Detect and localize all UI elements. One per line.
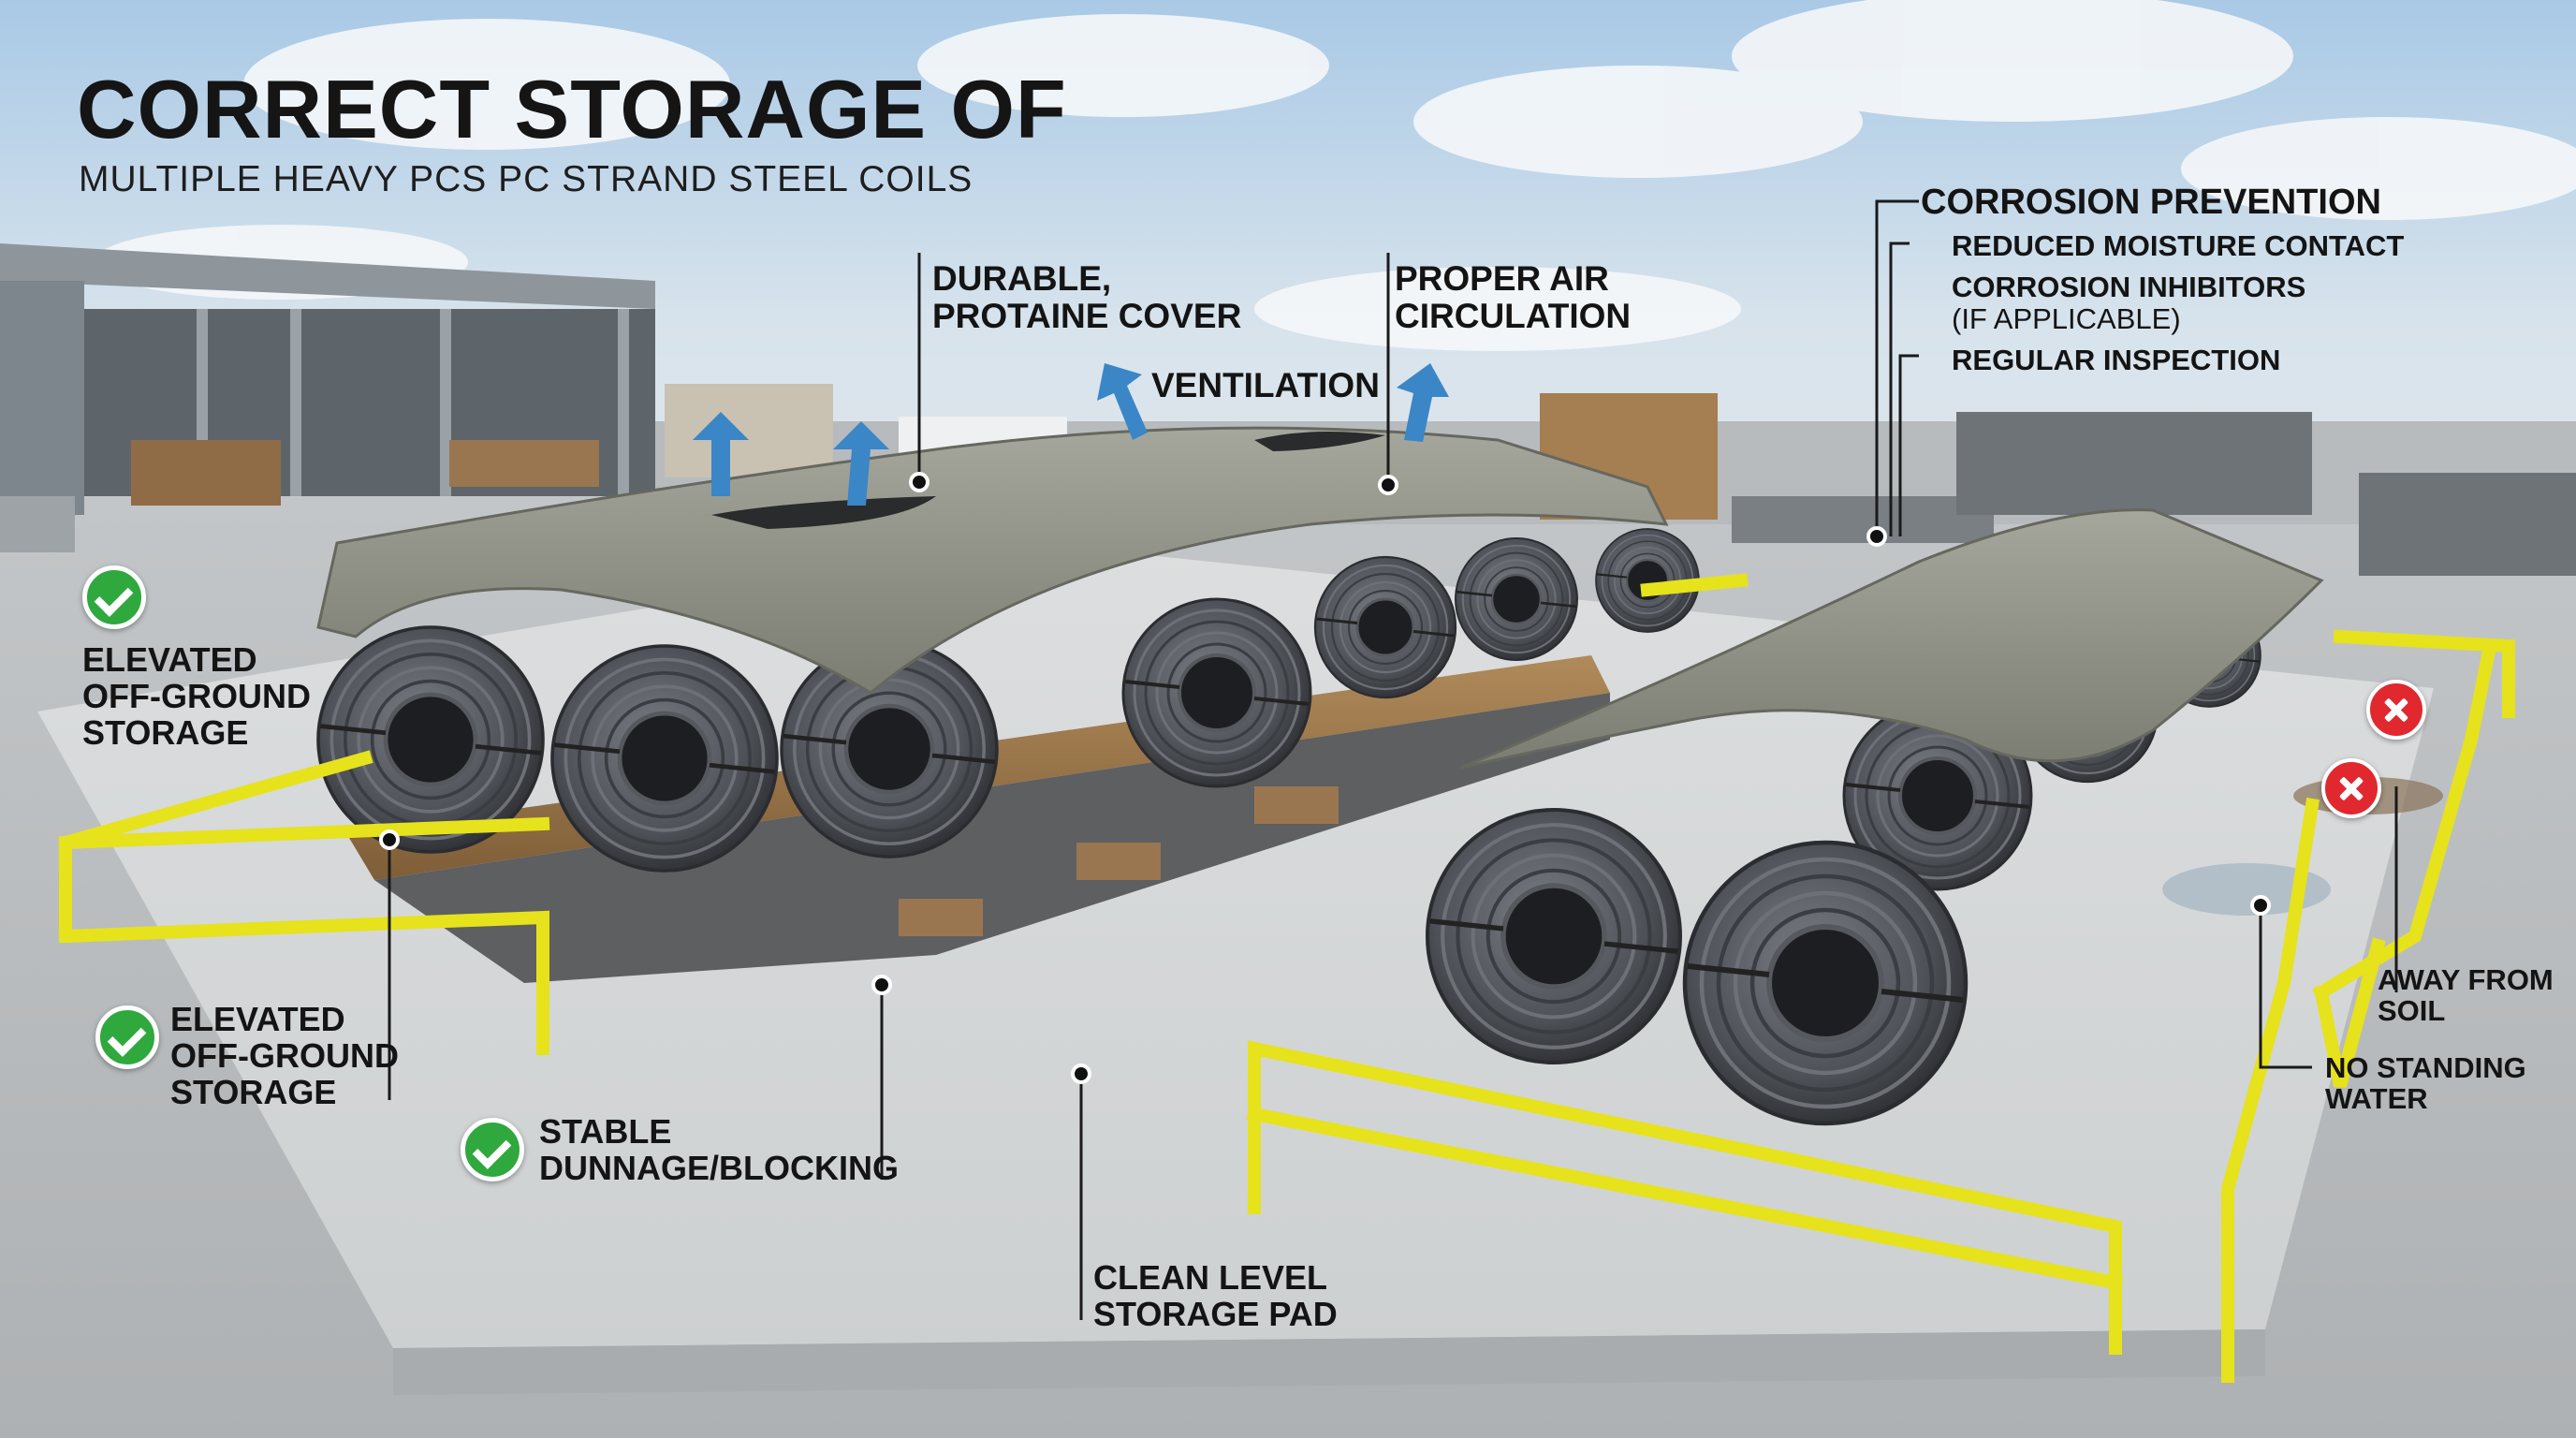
warehouse-shed <box>0 243 655 552</box>
up-arrow-icon <box>833 421 889 506</box>
check-icon <box>461 1118 524 1181</box>
elevated-storage-label-top: ELEVATED OFF-GROUND STORAGE <box>82 640 311 752</box>
callout-dot-icon <box>871 975 892 995</box>
air-circulation-label: PROPER AIR CIRCULATION <box>1395 259 1632 335</box>
check-icon <box>82 565 146 629</box>
check-icon <box>95 1005 159 1069</box>
callout-dots <box>379 472 2271 1084</box>
water-puddle <box>2162 863 2331 916</box>
callout-dot-icon <box>1378 475 1398 495</box>
x-icon <box>2321 758 2381 818</box>
callout-dot-icon <box>909 472 929 492</box>
up-arrow-icon <box>1097 363 1148 440</box>
callout-dot-icon <box>2250 895 2271 916</box>
elevated-storage-label-bottom: ELEVATED OFF-GROUND STORAGE <box>170 1000 399 1111</box>
up-arrow-icon <box>1397 363 1449 442</box>
ventilation-label: VENTILATION <box>1151 366 1380 404</box>
callout-dot-icon <box>379 829 400 850</box>
no-standing-water-label: NO STANDING WATER <box>2325 1051 2526 1116</box>
corrosion-item-inspection: REGULAR INSPECTION <box>1952 344 2281 376</box>
safety-barrier <box>58 573 2515 1383</box>
callout-lines <box>388 199 2398 1320</box>
background-stacks <box>665 384 2576 576</box>
corrosion-item-inhibitors-note: (IF APPLICABLE) <box>1952 302 2181 335</box>
corrosion-prevention-title: CORROSION PREVENTION <box>1921 183 2381 222</box>
storage-pad-label: CLEAN LEVEL STORAGE PAD <box>1093 1258 1338 1333</box>
away-from-soil-label: AWAY FROM SOIL <box>2378 963 2554 1028</box>
ventilation-arrows <box>693 363 1449 506</box>
dunnage-label: STABLE DUNNAGE/BLOCKING <box>539 1112 899 1187</box>
callout-dot-icon <box>1071 1064 1091 1084</box>
page-subtitle: MULTIPLE HEAVY PCS PC STRAND STEEL COILS <box>79 159 973 199</box>
page-title: CORRECT STORAGE OF <box>77 63 1067 155</box>
corrosion-item-moisture: REDUCED MOISTURE CONTACT <box>1952 229 2405 262</box>
corrosion-item-inhibitors: CORROSION INHIBITORS <box>1952 271 2306 303</box>
x-icon <box>2366 680 2426 740</box>
left-tarp-cover <box>316 426 1669 695</box>
cover-label: DURABLE, PROTAINE COVER <box>932 259 1242 335</box>
right-tarp-cover <box>1459 508 2324 770</box>
callout-dot-icon <box>1866 526 1887 547</box>
up-arrow-icon <box>693 412 749 496</box>
